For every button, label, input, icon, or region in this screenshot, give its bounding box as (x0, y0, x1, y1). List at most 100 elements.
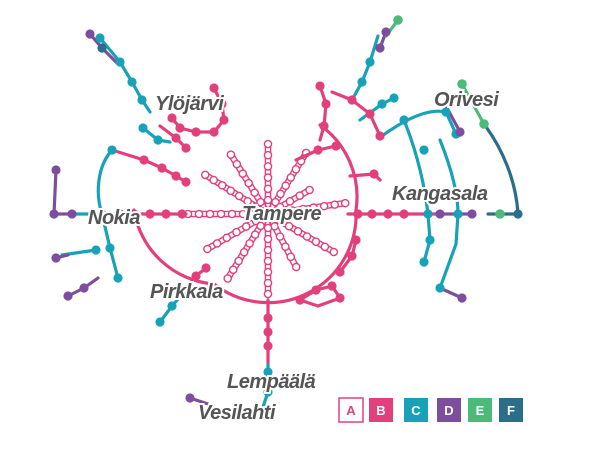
line-a-stop (281, 242, 290, 251)
line-a-stop (291, 262, 301, 272)
line-b-stop (263, 327, 273, 337)
line-b-stop (351, 235, 361, 245)
line-b-stop (171, 133, 181, 143)
line-b-stop (263, 341, 273, 351)
place-label-nokia: Nokia (88, 207, 140, 229)
line-a-stop (234, 191, 244, 201)
line-f-stop (513, 209, 523, 219)
line-b-stop (191, 271, 201, 281)
line-a-stop (263, 278, 273, 288)
line-c-stop (263, 367, 273, 377)
line-a-stop (330, 200, 339, 209)
place-label-vesilahti: Vesilahti (198, 402, 276, 424)
line-c-stop (97, 209, 107, 219)
line-c-stop (155, 317, 165, 327)
line-a-stop (250, 230, 260, 239)
line-a-stop (205, 209, 215, 219)
line-c-stop (357, 77, 367, 87)
line-c-stop (107, 145, 117, 155)
line-a-stop (319, 201, 329, 211)
line-b-stop (161, 209, 171, 219)
line-b-stop (365, 109, 375, 119)
line-c-stop (137, 95, 147, 105)
line-b-stop (327, 281, 337, 291)
line-a-stop (263, 234, 273, 244)
line-a-stop (298, 204, 308, 214)
legend-item-a: A (338, 397, 364, 423)
place-label-lempaala: Lempäälä (227, 371, 316, 393)
line-a-stop (263, 150, 273, 160)
line-a-stop (293, 227, 303, 236)
line-d-stop (455, 127, 465, 137)
line-a-stop (286, 173, 296, 182)
line-a-stop (232, 227, 241, 237)
line-b-stop (167, 113, 177, 123)
line-a-stop (263, 195, 273, 205)
line-a-stop (263, 267, 273, 277)
line-a-stop (226, 186, 235, 195)
line-b-stop (321, 99, 331, 109)
line-a-stop (209, 175, 219, 185)
line-d-stop (457, 293, 467, 303)
place-label-pirkkala: Pirkkala (150, 281, 223, 303)
line-b-stop (209, 127, 219, 137)
line-d-stop (381, 27, 391, 37)
line-a-stop (222, 233, 232, 243)
svg-text:F: F (507, 403, 515, 418)
line-a-stop (291, 165, 301, 174)
place-label-kangasala: Kangasala (392, 183, 488, 205)
line-a-stop (226, 150, 236, 159)
line-a-stop (340, 198, 350, 208)
line-b-stop (295, 295, 305, 305)
line-a-stop (311, 237, 321, 246)
line-d-stop (185, 393, 195, 403)
line-a-stop (256, 197, 265, 207)
line-b-stop (175, 123, 185, 133)
line-a-stop (309, 203, 318, 212)
line-a-stop (234, 256, 243, 266)
line-c-stop (399, 115, 409, 125)
line-c-stop (441, 107, 451, 117)
line-b-stop (209, 83, 219, 93)
line-b-stop (313, 145, 323, 155)
line-a-stop (277, 207, 287, 217)
line-b-stop (335, 293, 345, 303)
line-b-stop (139, 155, 149, 165)
line-b-stop (201, 263, 211, 273)
legend-item-b: B (369, 398, 393, 422)
line-b-stop (263, 313, 273, 323)
line-b-stop (145, 209, 155, 219)
line-b-stop (171, 171, 181, 181)
line-a-stop (243, 196, 252, 206)
line-c-stop (453, 209, 463, 219)
line-c-stop (115, 57, 125, 67)
line-a-stop (250, 188, 259, 197)
line-a-stop (238, 169, 248, 178)
line-a-stop (286, 252, 296, 262)
line-c-stop (423, 209, 433, 219)
line-c-stops (91, 33, 463, 397)
line-b-stop (315, 81, 325, 91)
line-b-stop (177, 209, 187, 219)
line-a-stop (263, 245, 273, 255)
line-a-stop (275, 216, 285, 226)
line-b-stop (335, 267, 345, 277)
line-a-stop (263, 184, 273, 194)
line-e-stop (457, 79, 467, 89)
line-a-stop (263, 256, 273, 266)
line-a-stop (263, 162, 273, 171)
legend-item-f: F (499, 398, 523, 422)
line-d-stop (85, 29, 95, 39)
line-a-stop (320, 242, 330, 252)
line-b-stop (191, 127, 201, 137)
line-f-network (482, 122, 522, 216)
legend-item-d: D (437, 398, 461, 422)
line-b-ring (132, 123, 359, 305)
line-a-stop (245, 239, 254, 248)
line-a-stop (232, 159, 242, 169)
line-c-stop (105, 243, 115, 253)
line-c-stop (435, 283, 445, 293)
line-c-stop (138, 123, 148, 133)
line-a-stop (276, 189, 285, 199)
line-b-stop (399, 209, 409, 219)
